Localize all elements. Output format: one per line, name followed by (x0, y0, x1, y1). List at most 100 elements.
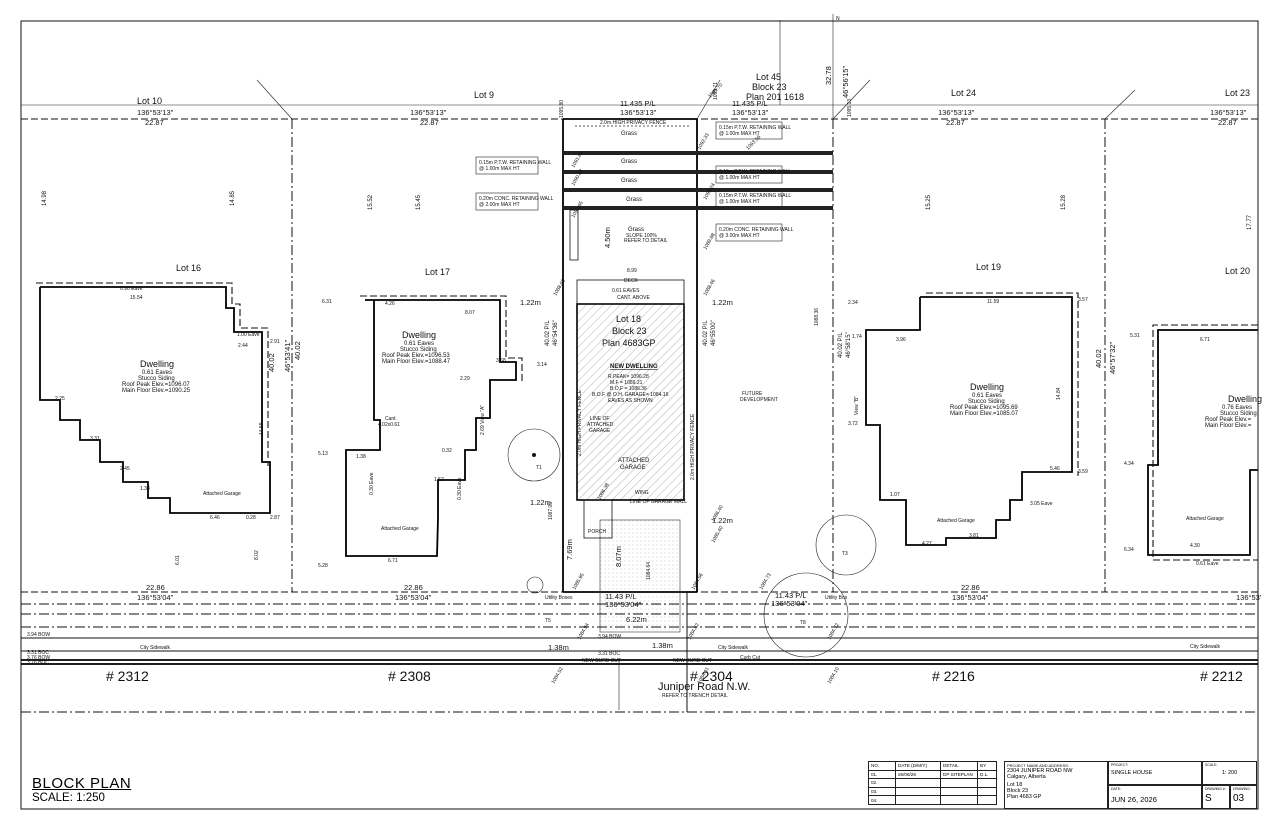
lot-18-cant: CANT. ABOVE (617, 295, 650, 301)
rear-bearing-lot-24: 136°53'13" (938, 108, 975, 117)
wall-callout-text: 0.15m P.T.W. RETAINING WALL (719, 193, 791, 199)
side-bearing-left: 46°53'41" (283, 340, 292, 372)
rear-bearing-lot-10: 136°53'13" (137, 108, 174, 117)
grade: 1088.36 (814, 308, 820, 326)
lot-17-dwelling-title: Dwelling (402, 330, 436, 340)
lot-20-dwelling-outline (1147, 329, 1258, 556)
grade: 1092.33 (697, 132, 711, 151)
rev-cell: DP SITEPLAN (940, 769, 978, 780)
date-cell: DATE: JUN 26, 2026 (1108, 785, 1202, 809)
lot-16-garage: Attached Garage (203, 491, 241, 497)
project-type: SINGLE HOUSE (1111, 770, 1153, 776)
lot-16-dim: 2.45 (120, 466, 130, 472)
lot-20-label: Lot 20 (1225, 266, 1250, 276)
wall-callout-text: @ 1.00m MAX HT (719, 199, 760, 205)
lot-9-label: Lot 9 (474, 90, 494, 100)
lot-20-dwelling-title: Dwelling (1228, 394, 1262, 404)
lot-19-dwelling-line: Roof Peak Elev.=1095.69 (950, 405, 1018, 411)
grade: 1095.80 (559, 100, 565, 118)
side-dim-right: 40.02 (1094, 349, 1103, 368)
tree-label: T8 (800, 620, 806, 626)
wall-callout-text: @ 1.00m MAX HT (719, 131, 760, 137)
lot-17-dwelling-line: 0.61 Eaves (404, 341, 434, 347)
address: # 2212 (1200, 668, 1243, 684)
lot-20-eave: 0.61 Eave (1196, 561, 1219, 567)
lot-16-dim: 6.46 (210, 515, 220, 521)
future-development: FUTURE (742, 391, 763, 397)
lot-20-dim: 4.30 (1190, 543, 1200, 549)
grade: 1095.71 (713, 82, 719, 100)
lot-16-dim: 2.87 (270, 515, 280, 521)
lot-18-garage-line: ATTACHED (587, 422, 614, 428)
address: # 2304 (690, 668, 733, 684)
lot-19-label: Lot 19 (976, 262, 1001, 272)
retaining-wall-3 (563, 188, 833, 192)
wall-callout-text: 0.20m CONC. RETAINING WALL (479, 196, 554, 202)
lot-18-grass: Grass (626, 197, 642, 203)
drawing-scale: SCALE: 1:250 (32, 792, 105, 804)
rev-header: NO. (868, 761, 896, 771)
lot-17-cant: Cant. (385, 416, 397, 422)
title-block: NO. DATE (D/M/Y) DETAIL BY 01. 26/06/26 … (868, 761, 1257, 809)
yard-dim: 15.45 (416, 194, 422, 210)
boc-dim: 3.31 BOC (598, 651, 620, 657)
fence-label: 2.0m HIGH PRIVACY FENCE (600, 120, 667, 126)
lot-18-label: Lot 18 (616, 314, 641, 324)
lot-17-dim: 4.26 (385, 301, 395, 307)
tree-t3 (815, 514, 877, 576)
lot-19-dim: 4.27 (922, 541, 932, 547)
rear-length-lot-9: 22.87 (420, 118, 439, 127)
project-address-label: PROJECT NAME AND ADDRESS: (1007, 763, 1069, 768)
lot-17-eave-outline (360, 295, 523, 384)
rear-bearing-lot-9: 136°53'13" (410, 108, 447, 117)
lot-16-dwelling-line: Main Floor Elev.=1090.25 (122, 388, 191, 394)
rev-cell: 01. (868, 769, 896, 780)
tree-label: T1 (536, 465, 542, 471)
lot-18-grass: Grass (621, 159, 637, 165)
tree-label: T5 (545, 618, 551, 624)
walk-dim-left: 3.94 BOW (27, 632, 50, 638)
lot-17-dim: 5.13 (318, 451, 328, 457)
splay-line (256, 79, 293, 120)
date-label: DATE: (1111, 787, 1122, 791)
lot-16-eave-top: 0.90 Eave (120, 286, 143, 292)
lot-18-wing: WING (635, 490, 649, 496)
lot-23-label: Lot 23 (1225, 88, 1250, 98)
lot-16-dim: 15.54 (130, 295, 143, 301)
lot-19-dwelling-line: 0.61 Eaves (972, 393, 1002, 399)
setback: 4.50m (603, 227, 612, 248)
lot-18-left-pl: 40.02 P/L (545, 320, 551, 346)
front-bearing-lot-20: 136°53' (1236, 593, 1262, 602)
tree-t5 (526, 576, 544, 594)
lane-bearing: 46°56'15" (841, 66, 850, 98)
lot-18-grass: Grass (621, 178, 637, 184)
tree-label: T3 (842, 551, 848, 557)
project-type-label: PROJECT: (1111, 763, 1128, 767)
sheet-label-2: DRAWING: (1233, 787, 1251, 791)
lot-18-eaves: 0.61 EAVES (612, 288, 640, 294)
splay-line (1104, 89, 1136, 120)
lot-19-eave-outline (926, 292, 1079, 476)
lot-16-dwelling-line: Roof Peak Elev.=1096.07 (122, 382, 190, 388)
lot-19-dwelling-line: Main Floor Elev.=1085.07 (950, 411, 1019, 417)
curb-dim: 1.38m (652, 641, 673, 650)
scale-value: 1: 200 (1221, 770, 1238, 776)
lot-16-label: Lot 16 (176, 263, 201, 273)
lot-17-eave-2: 0.30 Eave (457, 477, 463, 500)
north-label: N (836, 16, 840, 22)
lot-17-dim: 0.32 (442, 448, 452, 454)
setback: 7.69m (565, 539, 574, 560)
setback: 8.07m (614, 546, 623, 567)
lot-20-dim: 4.34 (1124, 461, 1134, 467)
lot-18-porch (583, 499, 613, 539)
lot-20-dwelling-line: 0.76 Eaves (1222, 405, 1252, 411)
sidewalk-label: City Sidewalk (718, 645, 749, 651)
walk-dim: 3.94 BOW (598, 634, 621, 640)
lot-18-garage-line: LINE OF (590, 416, 609, 422)
wall-callout-right-3 (715, 189, 783, 208)
lot-19-garage: Attached Garage (937, 518, 975, 524)
lot-19-dim: 1.74 (852, 334, 862, 340)
legal-line: Block 23 (1007, 788, 1029, 794)
wall-callout-left-2 (475, 192, 539, 211)
lot-18-elev: M.F = 1089.21 (610, 380, 643, 386)
